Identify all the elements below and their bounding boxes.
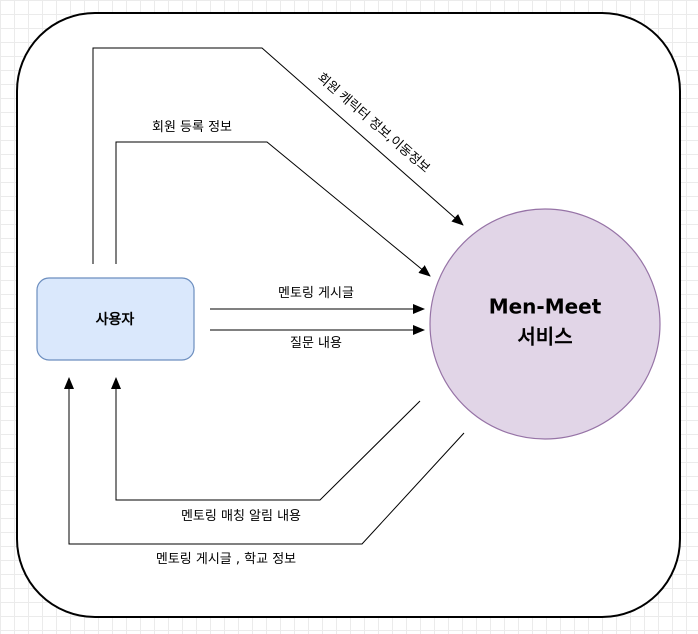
edge-mentoring-post-school-info bbox=[64, 377, 465, 545]
service-node-label-line1: Men-Meet bbox=[489, 295, 602, 319]
edge-label-mentoring-matching-alert: 멘토링 매칭 알림 내용 bbox=[181, 509, 301, 524]
edge-label-question-content: 질문 내용 bbox=[290, 336, 342, 351]
edge-mentoring-matching-alert bbox=[111, 377, 421, 501]
edge-label-mentoring-post: 멘토링 게시글 bbox=[278, 286, 354, 301]
service-node-label-line2: 서비스 bbox=[517, 325, 572, 349]
service-node[interactable]: Men-Meet 서비스 bbox=[429, 208, 661, 440]
user-node-box bbox=[36, 277, 195, 361]
edge-label-mentoring-post-school-info: 멘토링 게시글 , 학교 정보 bbox=[156, 552, 296, 567]
edge-member-character-info bbox=[92, 47, 464, 264]
user-node-label: 사용자 bbox=[96, 312, 135, 328]
edge-member-registration-info bbox=[115, 141, 431, 277]
edge-label-member-registration-info: 회원 등록 정보 bbox=[152, 120, 232, 135]
user-node[interactable]: 사용자 bbox=[36, 277, 195, 361]
outer-frame bbox=[16, 12, 681, 618]
service-node-circle bbox=[429, 208, 661, 440]
